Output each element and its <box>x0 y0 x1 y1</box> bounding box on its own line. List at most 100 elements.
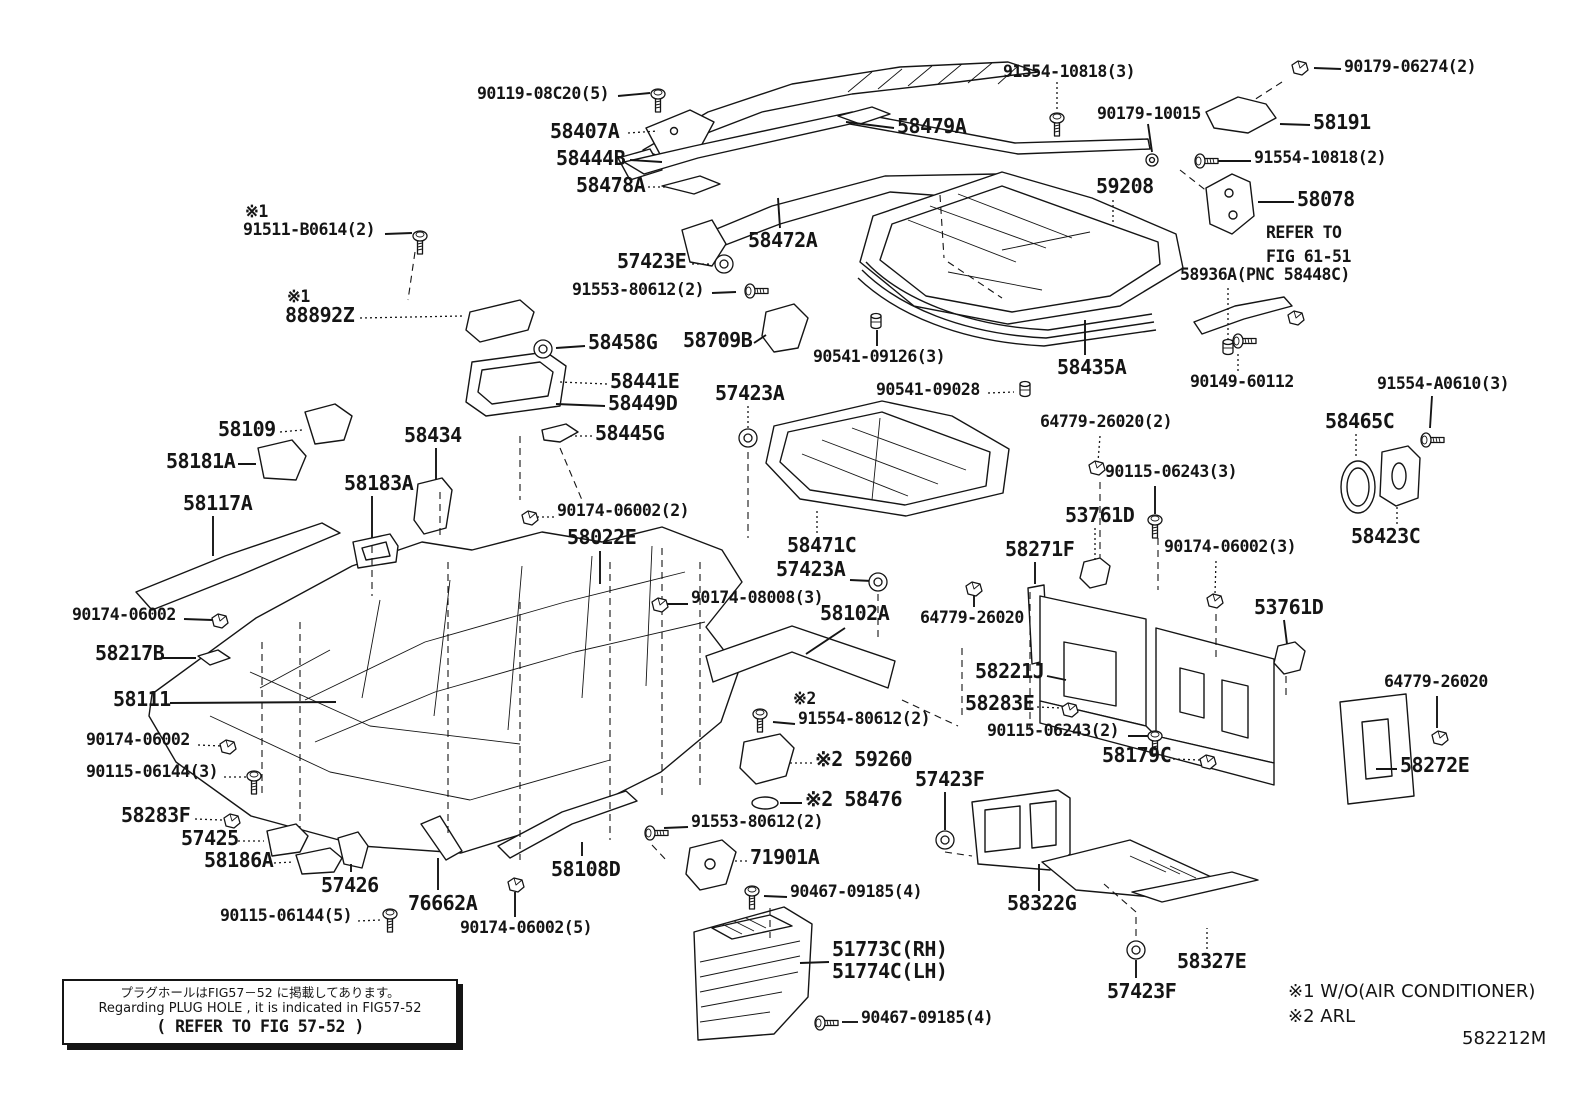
footnote-air-conditioner: ※1 W/O(AIR CONDITIONER) <box>1288 981 1536 1002</box>
part-label-refer-to: REFER TO <box>1266 223 1342 242</box>
part-label-2-58476: ※2 58476 <box>805 787 903 811</box>
part-label-76662a: 76662A <box>408 891 478 915</box>
part-label-fig-61-51: FIG 61-51 <box>1266 247 1351 266</box>
part-label-58444b: 58444B <box>556 146 626 170</box>
part-label-58441e: 58441E <box>610 369 680 393</box>
part-label-90541-09028: 90541-09028 <box>876 380 980 399</box>
part-label-64779-26020: 64779-26020 <box>1384 672 1488 691</box>
part-label-58478a: 58478A <box>576 173 646 197</box>
leader-line <box>1214 560 1217 595</box>
fastener-clip-icon <box>965 581 983 597</box>
fastener-stud-icon <box>1222 338 1234 356</box>
fastener-bolt-icon <box>1147 514 1163 539</box>
fastener-clip-icon <box>1199 754 1217 770</box>
fastener-clip-icon <box>211 613 229 629</box>
part-label-59208: 59208 <box>1096 174 1154 198</box>
part-label-91511-b0614-2: 91511-B0614(2) <box>243 220 376 239</box>
part-label-58102a: 58102A <box>820 601 890 625</box>
part-label-58221j: 58221J <box>975 659 1045 683</box>
generated-leaders-and-fasteners <box>162 60 1449 1031</box>
part-label-51773c-rh: 51773C(RH) <box>832 937 948 961</box>
part-label-90174-08008-3: 90174-08008(3) <box>691 588 824 607</box>
part-label-58181a: 58181A <box>166 449 236 473</box>
part-drawing-center-small-parts <box>266 303 896 891</box>
part-label-58445g: 58445G <box>595 421 665 445</box>
note-line-japanese: プラグホールはFIG57－52 に掲載してあります。 <box>120 985 400 1000</box>
fastener-bolt-icon <box>752 708 768 733</box>
note-line-english: Regarding PLUG HOLE , it is indicated in… <box>98 1001 422 1016</box>
part-label-58322g: 58322G <box>1007 891 1077 915</box>
fastener-clip-icon <box>1431 730 1449 746</box>
part-label-57425: 57425 <box>181 826 239 850</box>
part-label-91554-10818-3: 91554-10818(3) <box>1003 62 1136 81</box>
leader-line <box>753 334 767 344</box>
fastener-grommet-icon <box>935 830 955 850</box>
fastener-clip-icon <box>651 597 669 613</box>
leader-line <box>169 701 337 704</box>
part-label-58272e: 58272E <box>1400 753 1470 777</box>
leader-line <box>357 919 381 922</box>
part-label-58434: 58434 <box>404 423 462 447</box>
fastener-clip-icon <box>223 813 241 829</box>
part-label-90467-09185-4: 90467-09185(4) <box>861 1008 994 1027</box>
leader-line <box>663 826 689 829</box>
leader-line <box>627 130 659 134</box>
part-label-90115-06243-3: 90115-06243(3) <box>1105 462 1238 481</box>
part-label-57423f: 57423F <box>1107 979 1177 1003</box>
part-label-64779-26020-2: 64779-26020(2) <box>1040 412 1173 431</box>
plug-hole-note: プラグホールはFIG57－52 に掲載してあります。 Regarding PLU… <box>62 979 458 1045</box>
part-label-57423a: 57423A <box>715 381 785 405</box>
fastener-bolt-icon <box>744 885 760 910</box>
part-label-58479a: 58479A <box>897 114 967 138</box>
part-drawing-front-floor-pan <box>765 400 1010 517</box>
fastener-boltH-icon <box>744 283 769 299</box>
fastener-clip-icon <box>1291 60 1309 76</box>
leader-line <box>1147 123 1153 153</box>
part-label-2-59260: ※2 59260 <box>815 747 913 771</box>
fastener-boltH-icon <box>814 1015 839 1031</box>
part-label-53761d: 53761D <box>1065 503 1135 527</box>
leader-line <box>1036 706 1063 709</box>
fastener-clip-icon <box>219 739 237 755</box>
part-label-58435a: 58435A <box>1057 355 1127 379</box>
part-label-91554-80612-2: 91554-80612(2) <box>798 709 931 728</box>
part-drawing-small-brackets-left <box>135 299 579 666</box>
fastener-clip-icon <box>1061 702 1079 718</box>
part-drawing-back-panel-garnish <box>693 906 813 1041</box>
part-label-58179c: 58179C <box>1102 743 1172 767</box>
part-label-57423f: 57423F <box>915 767 985 791</box>
part-label-58111: 58111 <box>113 687 171 711</box>
leader-line <box>987 391 1015 394</box>
leader-line <box>799 961 830 964</box>
leader-line <box>555 403 606 407</box>
leader-line <box>273 861 295 864</box>
part-label-91554-a0610-3: 91554-A0610(3) <box>1377 374 1510 393</box>
leader-line <box>1097 435 1101 463</box>
leader-line <box>1046 675 1067 681</box>
part-label-58327e: 58327E <box>1177 949 1247 973</box>
fastener-stud-icon <box>870 312 882 330</box>
part-label-58936a-pnc-58448c: 58936A(PNC 58448C) <box>1180 265 1350 284</box>
part-label-58472a: 58472A <box>748 228 818 252</box>
part-label-90174-06002: 90174-06002 <box>72 605 176 624</box>
part-label-91553-80612-2: 91553-80612(2) <box>691 812 824 831</box>
part-label-57426: 57426 <box>321 873 379 897</box>
leader-line <box>384 232 413 235</box>
part-label-53761d: 53761D <box>1254 595 1324 619</box>
part-label-58709b: 58709B <box>683 328 753 352</box>
part-label-58471c: 58471C <box>787 533 857 557</box>
fastener-clip-icon <box>521 510 539 526</box>
part-label-64779-26020: 64779-26020 <box>920 608 1024 627</box>
fastener-grommet-icon <box>1126 940 1146 960</box>
part-label-1: ※1 <box>287 287 310 306</box>
part-drawings <box>135 61 1421 1041</box>
leader-line <box>279 429 303 433</box>
fastener-grommet-icon <box>533 339 553 359</box>
part-label-58108d: 58108D <box>551 857 621 881</box>
fastener-boltH-icon <box>1194 153 1219 169</box>
part-label-1: ※1 <box>245 202 268 221</box>
part-label-90174-06002: 90174-06002 <box>86 730 190 749</box>
fastener-stud-icon <box>1019 380 1031 398</box>
part-label-90467-09185-4: 90467-09185(4) <box>790 882 923 901</box>
